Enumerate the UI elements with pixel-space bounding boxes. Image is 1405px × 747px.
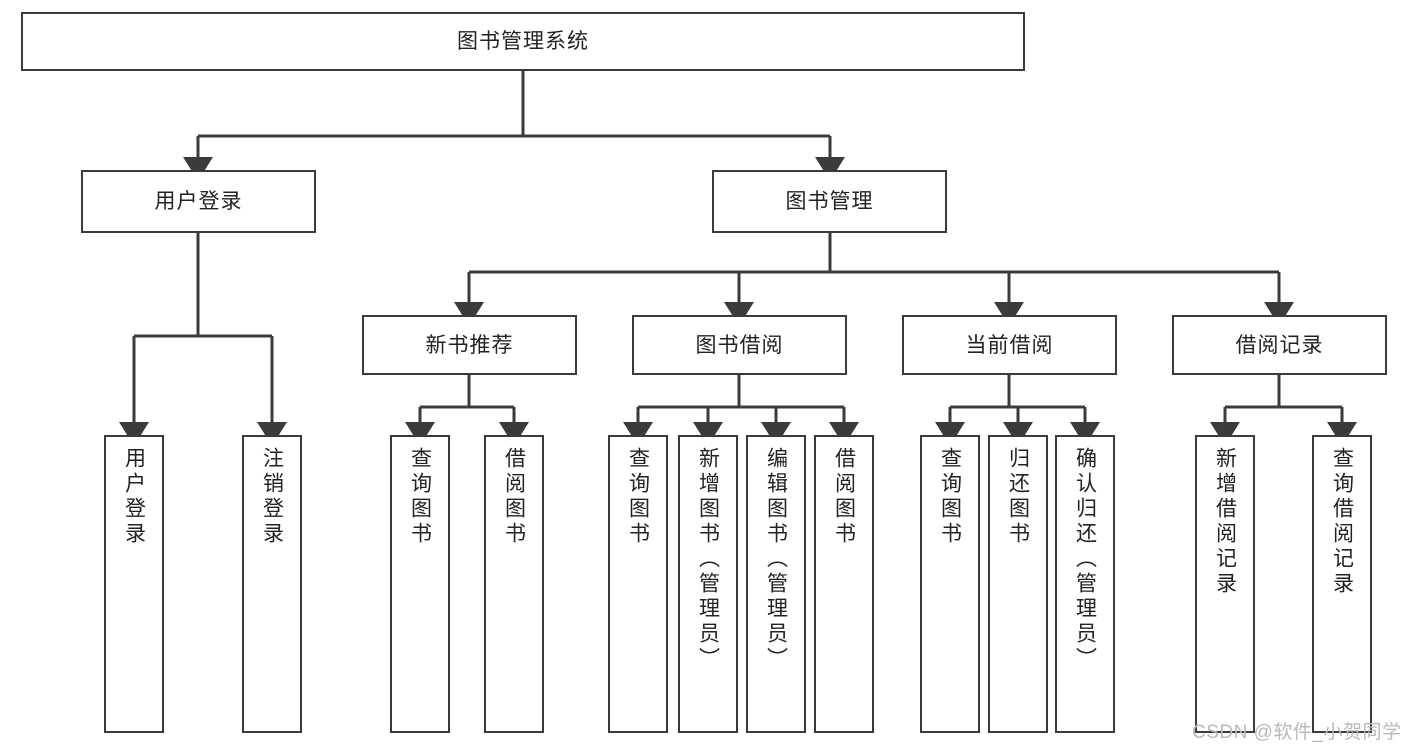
node-leaf-query-books-current[interactable]: 查询图书 <box>920 435 980 733</box>
node-label: 确认归还（管理员） <box>1073 447 1097 672</box>
node-root-book-management-system[interactable]: 图书管理系统 <box>21 12 1025 71</box>
node-leaf-confirm-return-admin[interactable]: 确认归还（管理员） <box>1055 435 1115 733</box>
node-leaf-query-books[interactable]: 查询图书 <box>608 435 668 733</box>
watermark-text: CSDN @软件_小贺同学 <box>1192 722 1402 743</box>
node-leaf-user-login[interactable]: 用户登录 <box>104 435 164 733</box>
node-leaf-borrow-books[interactable]: 借阅图书 <box>814 435 874 733</box>
node-leaf-logout[interactable]: 注销登录 <box>242 435 302 733</box>
node-label: 当前借阅 <box>965 333 1054 357</box>
node-label: 图书管理系统 <box>457 30 589 53</box>
node-label: 新书推荐 <box>425 333 514 357</box>
node-leaf-add-book-admin[interactable]: 新增图书（管理员） <box>678 435 738 733</box>
node-current-borrowing[interactable]: 当前借阅 <box>902 315 1117 375</box>
node-label: 编辑图书（管理员） <box>764 447 788 672</box>
node-label: 图书借阅 <box>695 333 784 357</box>
node-new-book-recommendation[interactable]: 新书推荐 <box>362 315 577 375</box>
node-label: 归还图书 <box>1006 447 1030 547</box>
node-book-management[interactable]: 图书管理 <box>712 170 947 233</box>
node-label: 图书管理 <box>785 190 874 213</box>
node-label: 借阅图书 <box>502 447 526 547</box>
node-user-login[interactable]: 用户登录 <box>81 170 316 233</box>
node-leaf-borrow-books-recommend[interactable]: 借阅图书 <box>484 435 544 733</box>
node-label: 查询图书 <box>938 447 962 547</box>
node-label: 查询图书 <box>408 447 432 547</box>
node-label: 借阅图书 <box>832 447 856 547</box>
node-leaf-return-books[interactable]: 归还图书 <box>988 435 1048 733</box>
node-label: 查询图书 <box>626 447 650 547</box>
node-label: 用户登录 <box>122 447 146 547</box>
node-label: 用户登录 <box>154 190 243 213</box>
node-label: 新增借阅记录 <box>1213 447 1237 597</box>
node-leaf-edit-book-admin[interactable]: 编辑图书（管理员） <box>746 435 806 733</box>
node-label: 新增图书（管理员） <box>696 447 720 672</box>
node-borrowing-records[interactable]: 借阅记录 <box>1172 315 1387 375</box>
node-label: 查询借阅记录 <box>1330 447 1354 597</box>
node-book-borrowing[interactable]: 图书借阅 <box>632 315 847 375</box>
node-leaf-query-books-recommend[interactable]: 查询图书 <box>390 435 450 733</box>
node-leaf-add-borrow-record[interactable]: 新增借阅记录 <box>1195 435 1255 733</box>
node-label: 注销登录 <box>260 447 284 547</box>
node-label: 借阅记录 <box>1235 333 1324 357</box>
node-leaf-query-borrow-record[interactable]: 查询借阅记录 <box>1312 435 1372 733</box>
